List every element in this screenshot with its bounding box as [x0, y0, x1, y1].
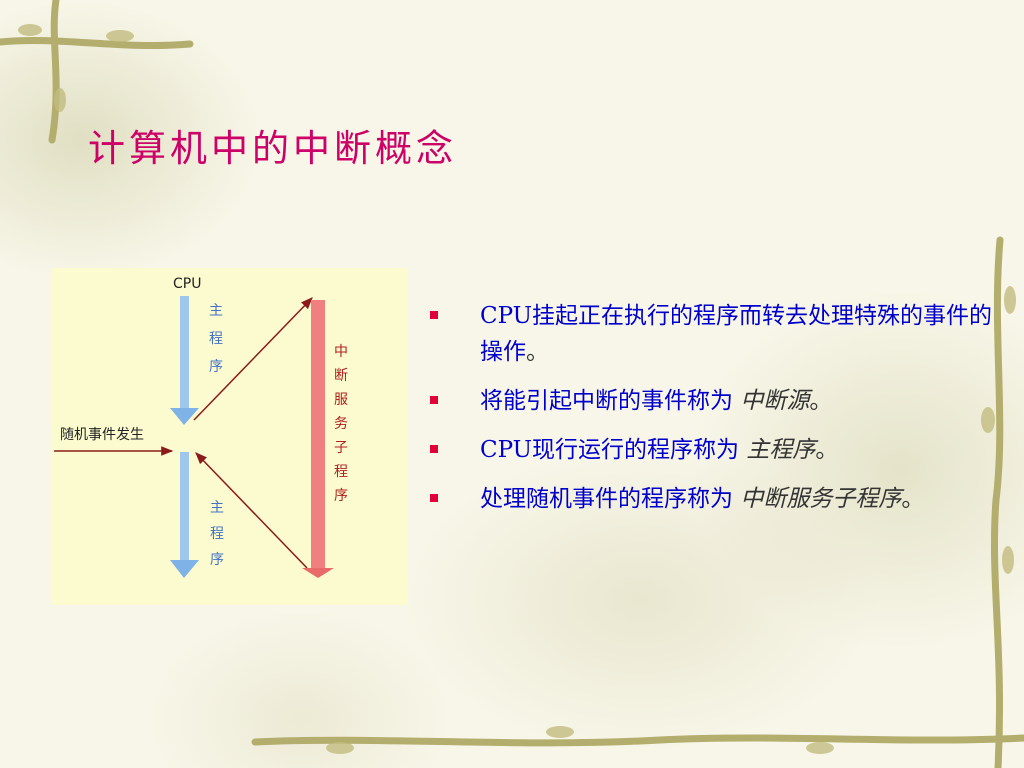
slide-title: 计算机中的中断概念: [88, 127, 457, 170]
bullet-square-icon: [430, 445, 438, 453]
isr-char: 子: [334, 440, 348, 456]
main-program-upper-char: 序: [209, 359, 223, 375]
interrupt-diagram: CPU 主 程 序 主 程 序 随机事件发生: [52, 268, 408, 605]
bullet-item: CPU挂起正在执行的程序而转去处理特殊的事件的操作。: [430, 298, 1015, 370]
isr-char: 务: [334, 416, 348, 432]
bullet-square-icon: [430, 494, 438, 502]
bullet-square-icon: [430, 396, 438, 404]
bullet-period: 。: [901, 486, 925, 512]
isr-char: 断: [334, 368, 348, 384]
isr-char: 序: [334, 488, 348, 504]
jump-to-isr-arrow: [193, 297, 313, 421]
bullet-period: 。: [809, 388, 833, 414]
bullet-item: 将能引起中断的事件称为 中断源。: [430, 383, 1015, 419]
bullet-list: CPU挂起正在执行的程序而转去处理特殊的事件的操作。 将能引起中断的事件称为 中…: [430, 298, 1015, 530]
main-program-upper-char: 程: [209, 331, 223, 347]
bullet-item: 处理随机事件的程序称为 中断服务子程序。: [430, 481, 1015, 517]
main-program-arrow-lower: [170, 452, 199, 578]
bullet-term: 中断服务子程序: [740, 486, 902, 512]
isr-char: 程: [334, 464, 348, 480]
bullet-text: 将能引起中断的事件称为: [480, 388, 733, 414]
main-program-lower-char: 程: [210, 526, 224, 542]
isr-char: 中: [334, 344, 348, 360]
isr-char: 服: [334, 392, 348, 408]
bullet-text: 处理随机事件的程序称为: [480, 486, 733, 512]
bullet-text: CPU挂起正在执行的程序而转去处理特殊的事件的操作: [480, 303, 993, 365]
event-label: 随机事件发生: [60, 427, 144, 443]
bullet-term: 主程序: [746, 437, 816, 463]
bullet-item: CPU现行运行的程序称为 主程序。: [430, 432, 1015, 468]
main-program-lower-char: 主: [210, 500, 224, 516]
return-to-main-arrow: [195, 452, 308, 569]
bullet-term: 中断源: [740, 388, 810, 414]
cpu-label: CPU: [173, 276, 201, 292]
main-program-arrow-upper: [170, 296, 199, 425]
main-program-lower-char: 序: [210, 552, 224, 568]
bullet-text: CPU现行运行的程序称为: [480, 437, 740, 463]
bullet-period: 。: [815, 437, 839, 463]
main-program-upper-char: 主: [209, 303, 223, 319]
bullet-period: 。: [526, 339, 549, 365]
bullet-square-icon: [430, 311, 438, 319]
isr-arrow: [302, 300, 334, 578]
